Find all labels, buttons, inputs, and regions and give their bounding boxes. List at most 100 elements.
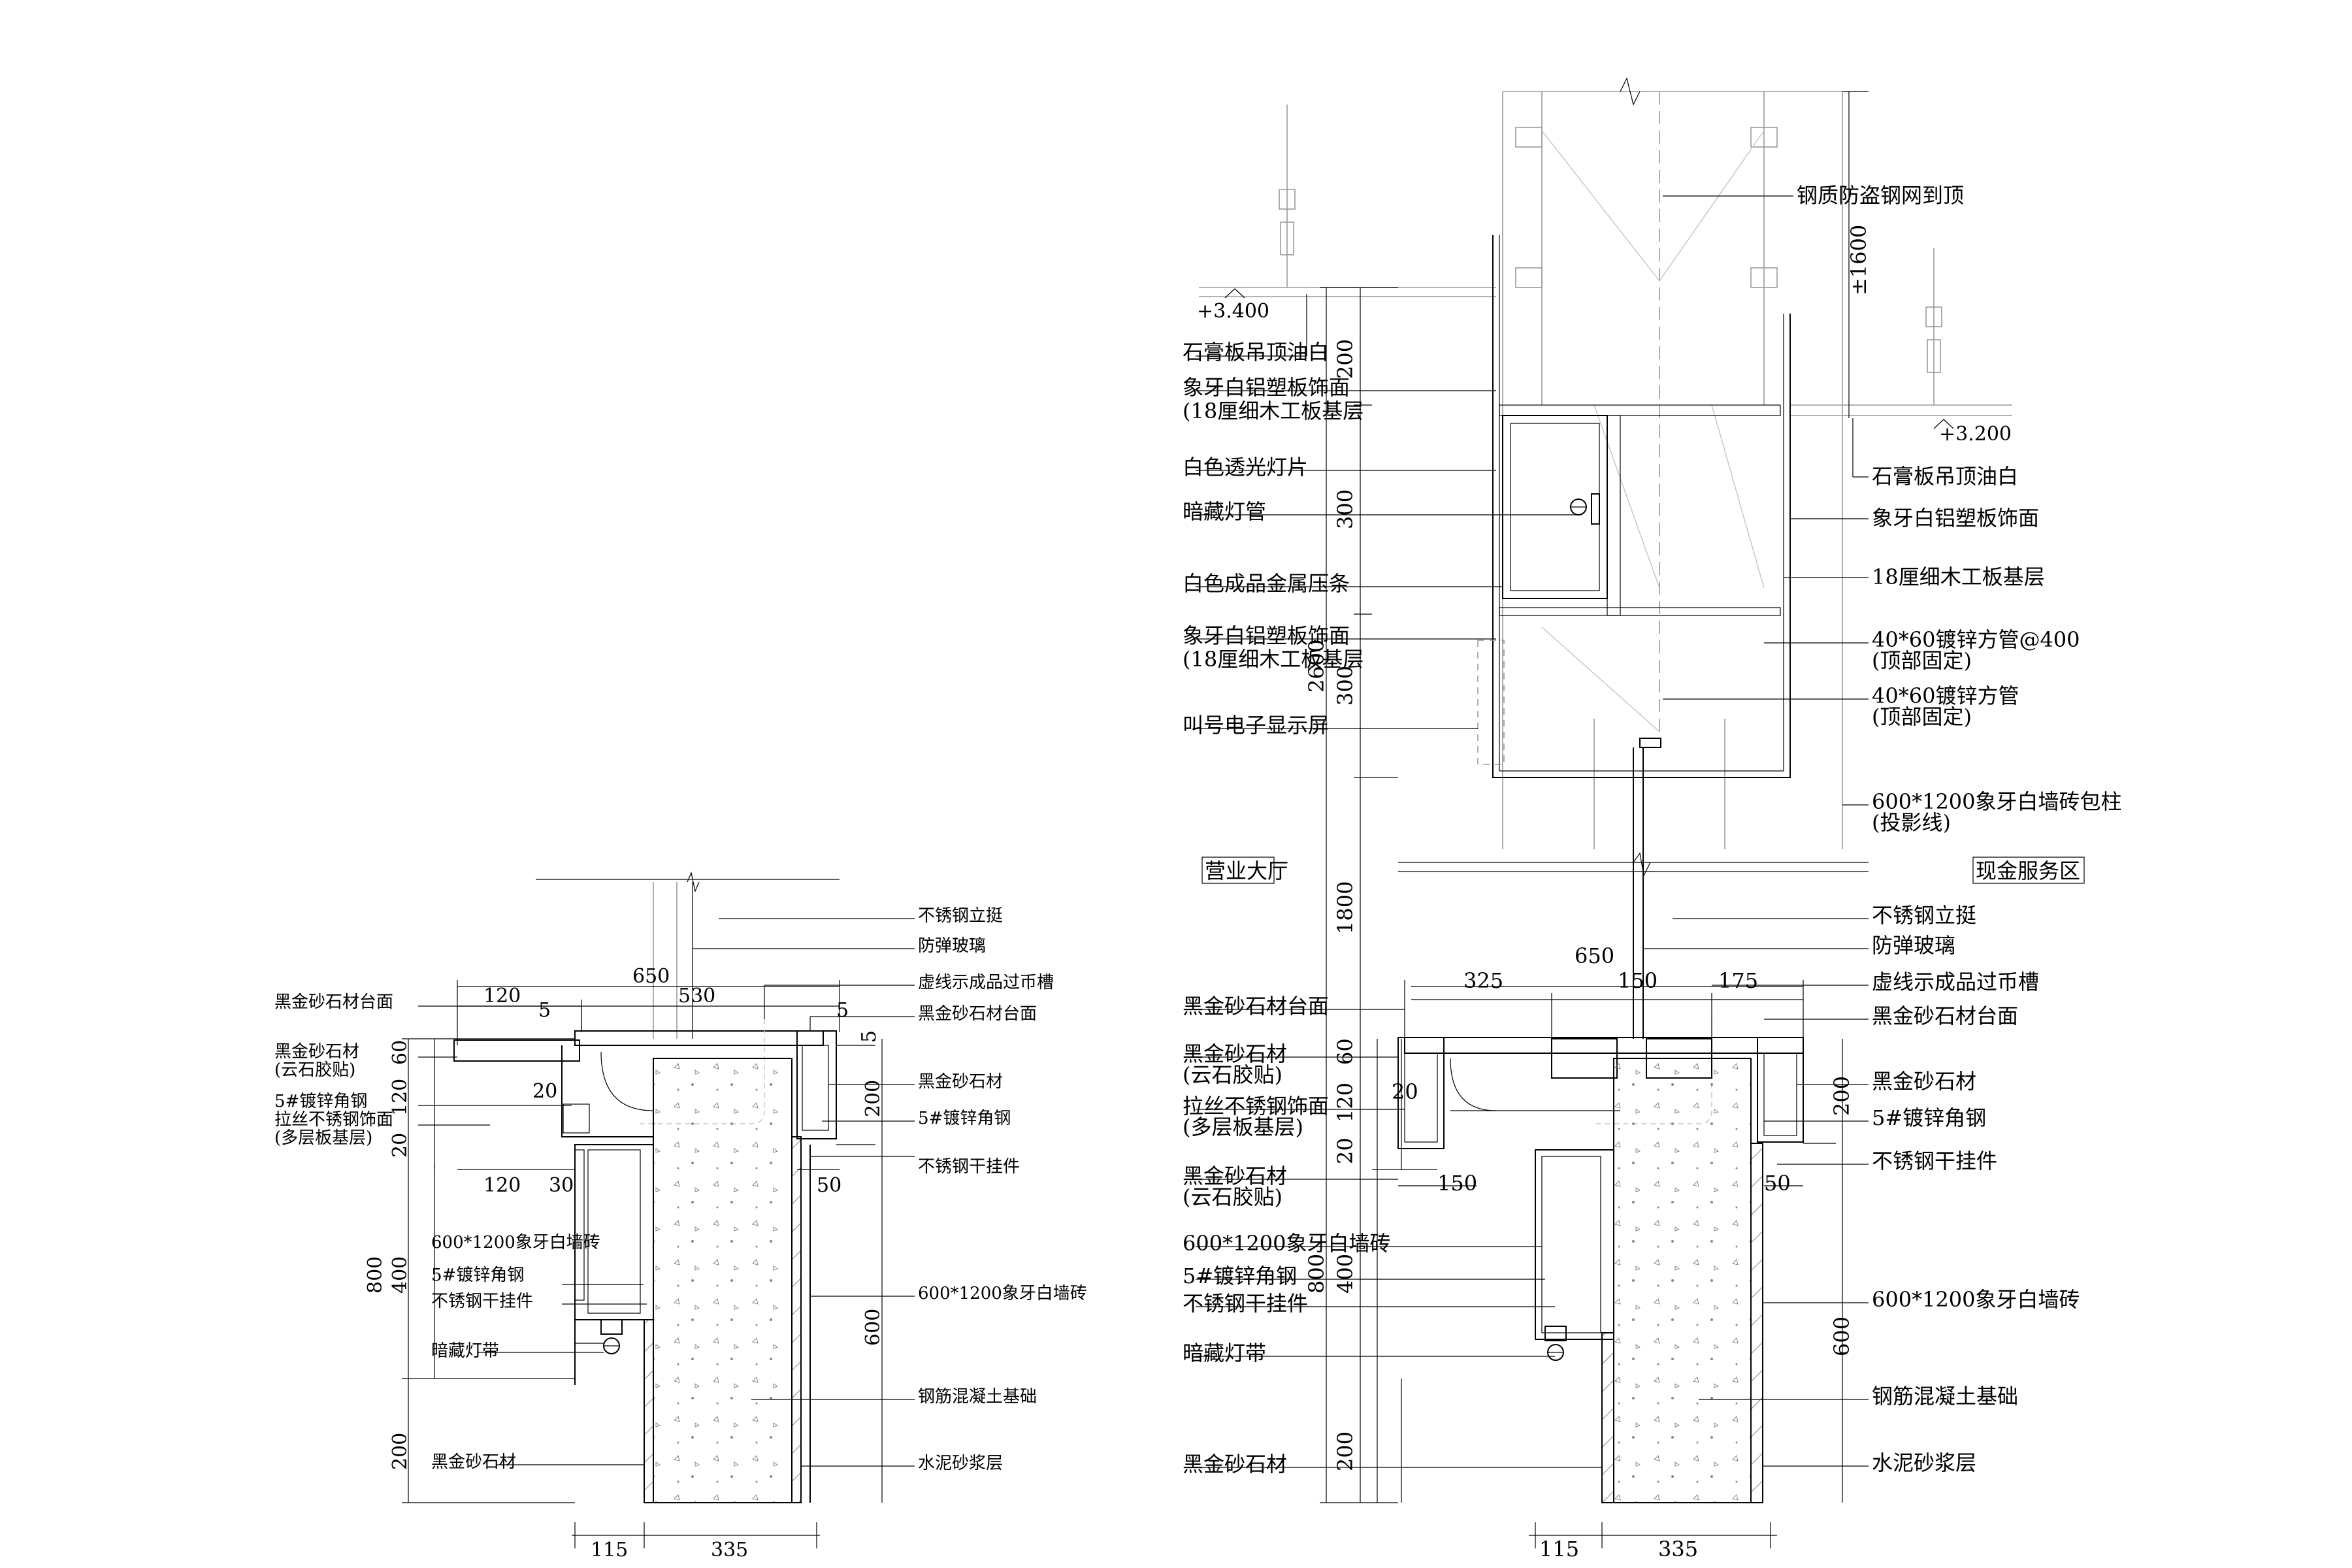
left-r-label-wall-tile: 600*1200象牙白墙砖 bbox=[918, 1284, 1087, 1303]
r-dim-150b: 150 bbox=[1437, 1171, 1477, 1196]
r-label-stone-2-note: (云石胶贴) bbox=[1183, 1184, 1282, 1209]
left-dim-30: 30 bbox=[549, 1174, 574, 1197]
left-r-label-angle-steel: 5#镀锌角钢 bbox=[918, 1109, 1011, 1128]
r2-label-tube: 40*60镀锌方管 bbox=[1872, 683, 2019, 708]
r-dim-600: 600 bbox=[1829, 1316, 1854, 1356]
left-dim-200a: 200 bbox=[862, 1080, 885, 1117]
left-label-stainless-note: (多层板基层) bbox=[274, 1128, 372, 1148]
r-label-panel: 象牙白铝塑板饰面 bbox=[1183, 375, 1350, 400]
r-dim-115: 115 bbox=[1539, 1537, 1579, 1561]
left-dim-60: 60 bbox=[389, 1040, 412, 1065]
left-label-led-strip: 暗藏灯带 bbox=[431, 1341, 499, 1361]
r-label-metal-strip: 白色成品金属压条 bbox=[1183, 571, 1350, 596]
r2-label-glass: 防弹玻璃 bbox=[1872, 933, 1955, 958]
r-dim-200r: 200 bbox=[1829, 1076, 1854, 1116]
left-dim-5a: 5 bbox=[538, 999, 551, 1022]
left-r-label-mortar: 水泥砂浆层 bbox=[918, 1454, 1003, 1473]
left-r-label-hanger: 不锈钢干挂件 bbox=[918, 1157, 1020, 1177]
r-dim-200top: 200 bbox=[1333, 339, 1358, 379]
left-r-label-coin-slot: 虚线示成品过币槽 bbox=[918, 973, 1054, 992]
r-label-hidden-lamp: 暗藏灯管 bbox=[1183, 499, 1266, 524]
right-detail: +3.400 +3.200 ±1600 营业大厅 现金服务区 石膏板吊顶油白 象… bbox=[1183, 77, 2122, 1561]
zone-cash-service: 现金服务区 bbox=[1976, 858, 2080, 883]
left-dim-200b: 200 bbox=[389, 1433, 412, 1470]
left-r-label-concrete: 钢筋混凝土基础 bbox=[918, 1387, 1037, 1407]
r2-label-wall-tile: 600*1200象牙白墙砖 bbox=[1872, 1287, 2080, 1312]
left-dim-120c: 120 bbox=[483, 1174, 521, 1197]
left-dim-20b: 20 bbox=[389, 1133, 412, 1158]
r-label-wall-tile: 600*1200象牙白墙砖 bbox=[1183, 1231, 1391, 1256]
r2-label-mortar: 水泥砂浆层 bbox=[1872, 1450, 1976, 1475]
r-label-light-sheet: 白色透光灯片 bbox=[1183, 455, 1308, 480]
left-dim-800: 800 bbox=[364, 1256, 387, 1294]
r-dim-150a: 150 bbox=[1618, 968, 1658, 993]
r-dim-60: 60 bbox=[1333, 1038, 1358, 1065]
r2-label-ceiling: 石膏板吊顶油白 bbox=[1872, 464, 2018, 489]
r-label-angle-steel: 5#镀锌角钢 bbox=[1183, 1264, 1297, 1288]
left-dim-530: 530 bbox=[678, 985, 715, 1007]
r-label-countertop: 黑金砂石材台面 bbox=[1183, 994, 1329, 1019]
r-label-stainless: 拉丝不锈钢饰面 bbox=[1183, 1094, 1329, 1119]
r-dim-175: 175 bbox=[1718, 968, 1758, 993]
r-label-display: 叫号电子显示屏 bbox=[1183, 713, 1329, 738]
left-label-hanger: 不锈钢干挂件 bbox=[431, 1292, 533, 1311]
left-r-label-stone: 黑金砂石材 bbox=[918, 1072, 1003, 1092]
left-label-base-stone: 黑金砂石材 bbox=[431, 1452, 516, 1472]
left-label-countertop: 黑金砂石材台面 bbox=[274, 992, 393, 1012]
r2-label-concrete: 钢筋混凝土基础 bbox=[1872, 1384, 2018, 1409]
r-dim-300b: 300 bbox=[1333, 666, 1358, 706]
r-dim-50: 50 bbox=[1764, 1171, 1791, 1196]
left-label-angle-steel-2: 5#镀锌角钢 bbox=[431, 1266, 524, 1285]
r-dim-20b: 20 bbox=[1333, 1137, 1358, 1164]
zone-business-hall: 营业大厅 bbox=[1205, 858, 1288, 883]
level-ceiling-right: +3.200 bbox=[1939, 423, 2012, 446]
r-label-stone: 黑金砂石材 bbox=[1183, 1041, 1287, 1066]
r2-label-hanger: 不锈钢干挂件 bbox=[1872, 1149, 1997, 1173]
r2-label-countertop: 黑金砂石材台面 bbox=[1872, 1004, 2018, 1028]
r2-label-column-tile-note: (投影线) bbox=[1872, 810, 1951, 835]
left-detail: 黑金砂石材台面 黑金砂石材 (云石胶贴) 5#镀锌角钢 拉丝不锈钢饰面 (多层板… bbox=[274, 872, 1087, 1561]
left-dim-650: 650 bbox=[632, 965, 670, 988]
r2-label-coin-slot: 虚线示成品过币槽 bbox=[1872, 970, 2039, 994]
r-dim-800: 800 bbox=[1304, 1254, 1329, 1294]
r-label-ceiling: 石膏板吊顶油白 bbox=[1183, 340, 1329, 365]
r2-label-plywood: 18厘细木工板基层 bbox=[1872, 564, 2045, 589]
left-dim-5c: 5 bbox=[858, 1030, 881, 1043]
r2-label-angle-steel: 5#镀锌角钢 bbox=[1872, 1105, 1986, 1130]
r2-label-column-tile: 600*1200象牙白墙砖包柱 bbox=[1872, 789, 2122, 814]
left-label-angle-steel: 5#镀锌角钢 bbox=[274, 1092, 367, 1111]
r-label-stainless-note: (多层板基层) bbox=[1183, 1115, 1303, 1139]
r-label-stone-2: 黑金砂石材 bbox=[1183, 1164, 1287, 1188]
left-dim-20a: 20 bbox=[532, 1080, 557, 1103]
r-dim-335: 335 bbox=[1658, 1537, 1698, 1561]
r-label-hanger: 不锈钢干挂件 bbox=[1183, 1291, 1308, 1316]
left-r-label-countertop: 黑金砂石材台面 bbox=[918, 1004, 1037, 1024]
r2-label-mesh: 钢质防盗钢网到顶 bbox=[1797, 183, 1964, 208]
r2-label-panel: 象牙白铝塑板饰面 bbox=[1872, 506, 2039, 531]
r-label-panel-2: 象牙白铝塑板饰面 bbox=[1183, 623, 1350, 648]
left-dim-115: 115 bbox=[591, 1539, 628, 1561]
r-dim-120: 120 bbox=[1333, 1083, 1358, 1122]
left-dim-600: 600 bbox=[862, 1309, 885, 1346]
r2-label-tube-400-note: (顶部固定) bbox=[1872, 648, 1972, 673]
left-label-stainless: 拉丝不锈钢饰面 bbox=[274, 1110, 393, 1130]
left-label-stone: 黑金砂石材 bbox=[274, 1042, 359, 1062]
r-label-panel-2-note: (18厘细木工板基层 bbox=[1183, 647, 1364, 672]
r-label-led-strip: 暗藏灯带 bbox=[1183, 1341, 1266, 1365]
level-ceiling-left: +3.400 bbox=[1197, 300, 1269, 323]
left-dim-120a: 120 bbox=[483, 985, 521, 1007]
r-dim-200b: 200 bbox=[1333, 1431, 1358, 1471]
r-label-base-stone: 黑金砂石材 bbox=[1183, 1452, 1287, 1477]
r-dim-400: 400 bbox=[1333, 1254, 1358, 1294]
left-label-stone-note: (云石胶贴) bbox=[274, 1060, 355, 1080]
left-dim-5b: 5 bbox=[836, 999, 849, 1022]
top-dim-1600: ±1600 bbox=[1846, 225, 1871, 295]
left-r-label-mullion: 不锈钢立挺 bbox=[918, 906, 1003, 926]
r2-label-tube-400: 40*60镀锌方管@400 bbox=[1872, 627, 2080, 652]
r-dim-325: 325 bbox=[1463, 968, 1503, 993]
left-label-wall-tile: 600*1200象牙白墙砖 bbox=[431, 1233, 600, 1252]
r-dim-300a: 300 bbox=[1333, 489, 1358, 529]
r-dim-1800: 1800 bbox=[1333, 881, 1358, 934]
left-r-label-glass: 防弹玻璃 bbox=[918, 936, 986, 956]
